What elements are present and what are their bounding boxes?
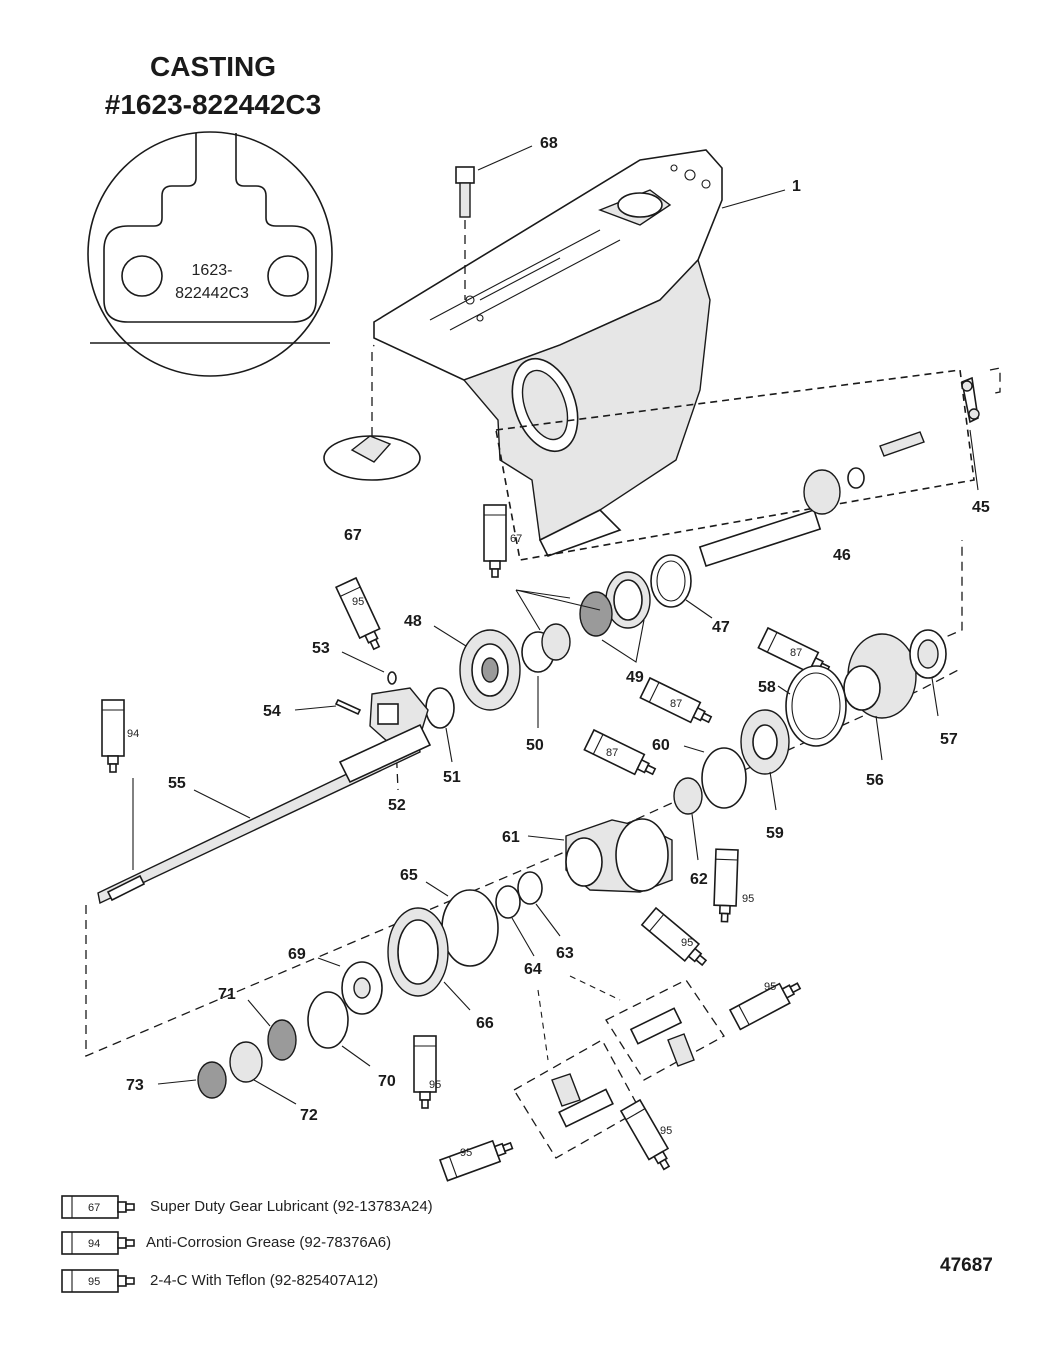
callout-53: 53 [312,640,330,657]
legend-code-67: 67 [88,1202,100,1214]
legend-text-67: Super Duty Gear Lubricant (92-13783A24) [150,1198,433,1215]
tube-95-right [712,848,739,923]
legend-row-94: 94 Anti-Corrosion Grease (92-78376A6) [61,1231,391,1255]
callout-68: 68 [540,135,558,152]
callout-72: 72 [300,1107,318,1124]
callout-59: 59 [766,825,784,842]
callout-47: 47 [712,619,730,636]
bearing-50 [521,623,571,673]
callout-61: 61 [502,829,520,846]
tube-95-mid [641,907,712,972]
tab-washer-72 [229,1041,263,1083]
tube-94 [101,699,125,773]
callout-66: 66 [476,1015,494,1032]
tube-label-95e: 95 [764,981,776,993]
tool-set-left [513,1039,641,1159]
legend-text-95: 2-4-C With Teflon (92-825407A12) [150,1272,378,1289]
callout-56: 56 [866,772,884,789]
legend-text-94: Anti-Corrosion Grease (92-78376A6) [146,1234,391,1251]
callout-60: 60 [652,737,670,754]
tube-label-87c: 87 [606,747,618,759]
leader-45 [969,429,979,491]
leader-1 [721,189,786,209]
legend-row-95: 95 2-4-C With Teflon (92-825407A12) [61,1269,378,1293]
pin-54 [334,698,362,716]
washer-64 [495,885,521,919]
casting-inset-circle: 1623- 822442C3 [87,131,333,377]
callout-69: 69 [288,946,306,963]
gear-housing [373,149,723,557]
bearing-62 [673,777,703,815]
callout-51: 51 [443,769,461,786]
nut-73 [197,1061,227,1099]
bearing-59 [740,709,790,775]
tube-label-87a: 87 [790,647,802,659]
legend-row-67: 67 Super Duty Gear Lubricant (92-13783A2… [61,1195,433,1219]
legend-code-95: 95 [88,1276,100,1288]
propshaft-55 [97,723,432,905]
callout-65: 65 [400,867,418,884]
pin-53 [387,671,397,685]
casting-title: CASTING [150,51,276,82]
tube-label-95a: 95 [352,596,364,608]
inset-label-line1: 1623- [192,262,233,279]
callout-45: 45 [972,499,990,516]
tube-label-87b: 87 [670,698,682,710]
legend-code-94: 94 [88,1238,100,1250]
inset-label-line2: 822442C3 [175,285,249,302]
callout-63: 63 [556,945,574,962]
retainer-65 [441,889,499,967]
tube-label-67: 67 [510,533,522,545]
carrier-61 [565,818,673,893]
callout-49: 49 [626,669,644,686]
callout-50: 50 [526,737,544,754]
bolt-68 [455,166,475,218]
shaft-46 [495,369,975,568]
tube-label-95f: 95 [660,1125,672,1137]
tube-95-upper [335,577,388,654]
callout-71: 71 [218,986,236,1003]
part-45 [961,376,980,424]
callout-1: 1 [792,178,801,195]
ring-60 [701,747,747,809]
trim-tab-67 [323,435,421,481]
gear-48 [459,629,521,711]
tube-label-95c: 95 [681,937,693,949]
tube-67 [483,504,507,578]
tube-label-95d: 95 [429,1079,441,1091]
tool-set-right [605,979,725,1081]
leader-68 [477,145,533,171]
bearing-49 [579,571,651,637]
washer-70 [307,991,349,1049]
callout-67: 67 [344,527,362,544]
gear-66 [387,907,449,997]
tube-label-95b: 95 [742,893,754,905]
ring-58 [785,665,847,747]
figure-number: 47687 [940,1255,993,1276]
callout-64: 64 [524,961,542,978]
casting-number: #1623-822442C3 [105,89,321,120]
gear-56 [843,633,917,719]
callout-52: 52 [388,797,406,814]
callout-70: 70 [378,1073,396,1090]
callout-58: 58 [758,679,776,696]
callout-73: 73 [126,1077,144,1094]
tube-87-c [583,729,660,783]
tube-label-95g: 95 [460,1147,472,1159]
tube-95-lower [413,1035,437,1109]
callout-46: 46 [833,547,851,564]
nut-71 [267,1019,297,1061]
washer-63 [517,871,543,905]
tube-95-bottom-left [439,1134,516,1182]
ring-51 [425,687,455,729]
callout-55: 55 [168,775,186,792]
tube-label-94: 94 [127,728,139,740]
callout-57: 57 [940,731,958,748]
callout-54: 54 [263,703,281,720]
callout-62: 62 [690,871,708,888]
callout-48: 48 [404,613,422,630]
